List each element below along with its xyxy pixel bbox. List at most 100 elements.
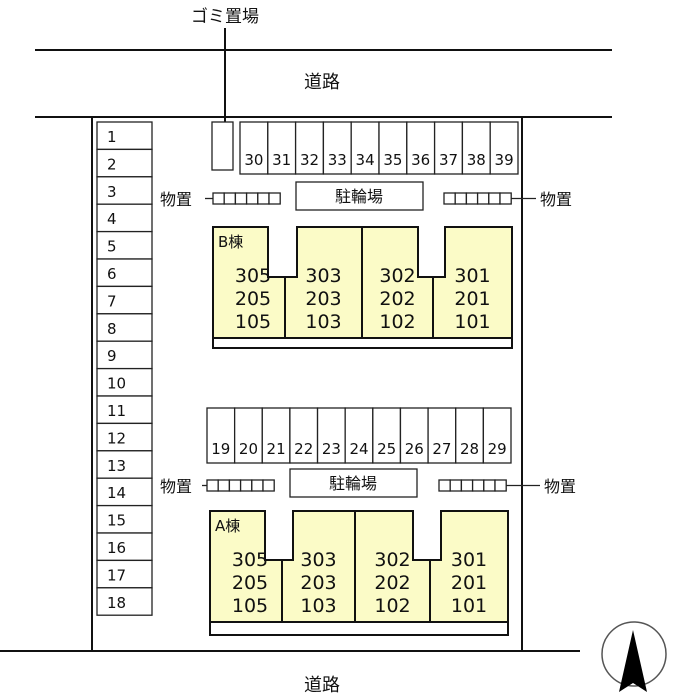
parking-space-number: 19 <box>211 440 230 458</box>
storage-units: 物置物置物置物置 <box>160 190 576 496</box>
storage-label: 物置 <box>540 190 572 209</box>
unit-number: 201 <box>454 288 490 310</box>
parking-space <box>96 504 153 534</box>
balcony-strip <box>212 337 513 349</box>
parking-space-number: 21 <box>267 440 286 458</box>
storage-cell <box>251 479 264 492</box>
parking-space-number: 20 <box>239 440 258 458</box>
unit-number: 301 <box>451 549 487 571</box>
parking-space-number: 4 <box>107 210 117 228</box>
building-name: A棟 <box>215 517 240 535</box>
parking-space <box>96 258 153 288</box>
parking-space <box>96 422 153 452</box>
unit-number: 203 <box>300 572 336 594</box>
storage-cell <box>494 479 507 492</box>
storage-cell <box>438 479 451 492</box>
parking-space-number: 6 <box>107 265 117 283</box>
parking-space <box>399 407 429 464</box>
parking-space <box>96 203 153 233</box>
balcony-strip <box>209 621 509 636</box>
parking-space <box>372 407 402 464</box>
unit-number: 302 <box>379 265 415 287</box>
unit-number: 103 <box>300 595 336 617</box>
parking-space <box>96 532 153 562</box>
storage-cell <box>206 479 219 492</box>
parking-space <box>289 407 319 464</box>
unit-number: 205 <box>232 572 268 594</box>
buildings: B棟305205105303203103302202102301201101A棟… <box>209 226 513 636</box>
parking-space-number: 35 <box>383 151 402 169</box>
parking-space <box>96 340 153 370</box>
parking-space-number: 5 <box>107 238 117 256</box>
storage-label: 物置 <box>544 477 576 496</box>
north-arrow-icon <box>601 621 667 692</box>
parking-space <box>96 587 153 616</box>
parking-space-number: 10 <box>107 375 126 393</box>
unit-number: 205 <box>235 288 271 310</box>
parking-space <box>322 121 352 175</box>
parking-space-number: 13 <box>107 457 126 475</box>
storage-cell <box>499 192 512 205</box>
storage-cell <box>212 192 225 205</box>
parking-space-number: 15 <box>107 512 126 530</box>
parking-space-number: 39 <box>495 151 514 169</box>
unit-number: 202 <box>374 572 410 594</box>
road-top-label: 道路 <box>304 72 340 93</box>
parking-space <box>482 407 512 464</box>
parking-space-number: 36 <box>411 151 430 169</box>
storage-cell <box>223 192 237 205</box>
parking-space-number: 9 <box>107 347 117 365</box>
unit-number: 303 <box>305 265 341 287</box>
parking-space <box>294 121 325 175</box>
storage-cell <box>471 479 485 492</box>
storage-cell <box>262 479 275 492</box>
storage-label: 物置 <box>160 190 192 209</box>
storage-cell <box>476 192 490 205</box>
parking-space <box>427 407 457 464</box>
storage-cell <box>234 192 248 205</box>
parking-space-number: 31 <box>272 151 291 169</box>
unit-number: 203 <box>305 288 341 310</box>
unit-number: 302 <box>374 549 410 571</box>
parking-space-number: 25 <box>377 440 396 458</box>
parking-space-number: 32 <box>300 151 319 169</box>
parking-space <box>461 121 491 175</box>
parking-space-number: 24 <box>349 440 368 458</box>
unit-number: 102 <box>379 311 415 333</box>
storage-cell <box>217 479 231 492</box>
storage-label: 物置 <box>160 477 192 496</box>
parking-space-number: 33 <box>328 151 347 169</box>
unit-number: 105 <box>232 595 268 617</box>
parking-space-number: 11 <box>107 402 126 420</box>
parking-space-number: 37 <box>439 151 458 169</box>
garbage-label: ゴミ置場 <box>191 6 259 27</box>
parking-space-number: 8 <box>107 320 117 338</box>
parking-space-number: 1 <box>107 128 117 146</box>
parking-space <box>433 121 464 175</box>
parking-space-number: 2 <box>107 155 117 173</box>
parking-space-number: 7 <box>107 292 117 310</box>
unit-number: 102 <box>374 595 410 617</box>
parking-space <box>96 559 153 589</box>
parking-space-number: 30 <box>244 151 263 169</box>
parking-space <box>455 407 485 464</box>
parking-space <box>316 407 346 464</box>
parking-space <box>96 477 153 507</box>
storage-cell <box>465 192 479 205</box>
parking-space-number: 18 <box>107 594 126 612</box>
unit-number: 301 <box>454 265 490 287</box>
parking-space <box>96 285 153 315</box>
parking-space-number: 12 <box>107 429 126 447</box>
unit-number: 105 <box>235 311 271 333</box>
parking-space <box>489 121 519 175</box>
storage-cell <box>483 479 496 492</box>
parking-space-number: 26 <box>405 440 424 458</box>
road-bottom-label: 道路 <box>304 675 340 696</box>
parking-space-number: 28 <box>460 440 479 458</box>
parking-space-number: 14 <box>107 484 126 502</box>
parking-space <box>267 121 297 175</box>
parking-space <box>96 148 153 178</box>
